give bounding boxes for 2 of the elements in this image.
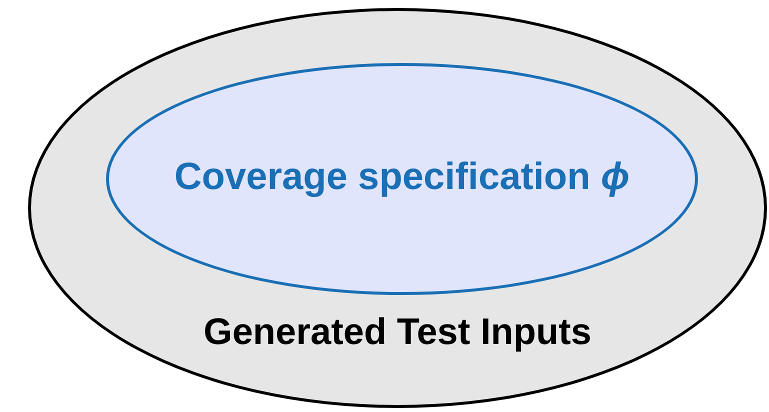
- node-label: Coverage specification ϕ: [174, 156, 630, 199]
- node-label: Generated Test Inputs: [204, 311, 592, 353]
